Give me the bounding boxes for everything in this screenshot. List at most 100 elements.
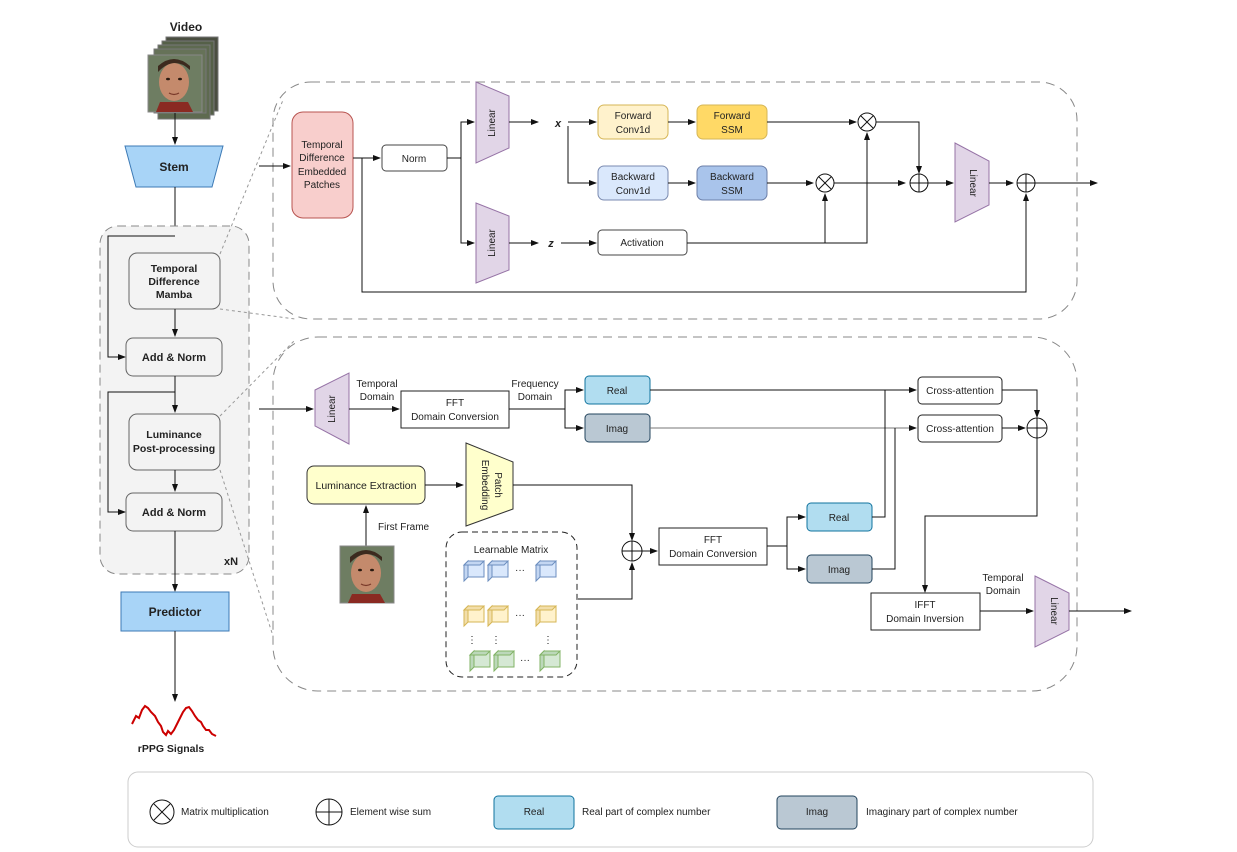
- luminance-extraction-block: Luminance Extraction: [306, 465, 426, 505]
- matrix-cube-icon: [462, 559, 486, 583]
- matrix-cube-icon: [534, 604, 558, 628]
- linear-bottom-block: Linear: [475, 202, 510, 284]
- stem-block: Stem: [124, 145, 224, 188]
- cross-attention-block-2: Cross-attention: [917, 414, 1003, 443]
- svg-text:Luminance Extraction: Luminance Extraction: [316, 480, 417, 492]
- svg-text:Norm: Norm: [402, 154, 426, 165]
- svg-text:Real: Real: [524, 807, 545, 818]
- predictor-block: Predictor: [120, 591, 230, 632]
- svg-text:Difference: Difference: [299, 153, 345, 164]
- svg-text:Cross-attention: Cross-attention: [926, 424, 994, 435]
- z-variable-label: z: [547, 238, 554, 250]
- linear-out-block: Linear: [954, 142, 990, 223]
- backward-ssm-block: Backward SSM: [696, 165, 768, 201]
- svg-text:Luminance: Luminance: [146, 429, 202, 441]
- linear-top-block: Linear: [475, 81, 510, 164]
- first-frame-label: First Frame: [378, 522, 430, 533]
- svg-text:Linear: Linear: [327, 394, 338, 422]
- luminance-detail-container: [272, 336, 1078, 692]
- fft-domain-conversion-top: FFT Domain Conversion: [400, 390, 510, 429]
- svg-text:Linear: Linear: [967, 169, 978, 197]
- svg-text:Imag: Imag: [806, 807, 828, 818]
- vertical-ellipsis-label: ⋮: [543, 635, 553, 646]
- matrix-cube-icon: [486, 559, 510, 583]
- svg-text:Difference: Difference: [148, 276, 200, 288]
- svg-text:Temporal: Temporal: [301, 140, 342, 151]
- svg-text:Domain: Domain: [986, 586, 1020, 597]
- video-frames-image: [147, 36, 219, 120]
- legend-imag-swatch: Imag: [776, 795, 858, 830]
- legend-label: Element wise sum: [350, 807, 431, 818]
- rppg-signal-waveform: [131, 704, 217, 737]
- luminance-post-processing-block: Luminance Post-processing: [128, 413, 221, 471]
- svg-text:Embedding: Embedding: [479, 460, 490, 511]
- svg-text:Post-processing: Post-processing: [133, 443, 215, 455]
- temporal-difference-embedded-patches-block: Temporal Difference Embedded Patches: [291, 111, 354, 219]
- svg-text:Conv1d: Conv1d: [616, 186, 650, 197]
- stem-label: Stem: [159, 160, 188, 174]
- element-wise-sum-icon: [621, 540, 643, 562]
- svg-text:Patch: Patch: [492, 472, 503, 498]
- face-thumbnail-first-frame: [339, 545, 395, 604]
- legend-real-swatch: Real: [493, 795, 575, 830]
- svg-text:FFT: FFT: [446, 398, 464, 409]
- svg-text:Learnable Matrix: Learnable Matrix: [474, 545, 548, 556]
- activation-block: Activation: [597, 229, 688, 256]
- svg-text:Embedded: Embedded: [298, 167, 346, 178]
- real-part-block-bottom: Real: [806, 502, 873, 532]
- legend-label: Matrix multiplication: [181, 807, 269, 818]
- vertical-ellipsis-label: ⋮: [467, 635, 477, 646]
- add-norm-block-1: Add & Norm: [125, 337, 223, 377]
- element-wise-sum-icon: [909, 173, 929, 193]
- real-part-block-top: Real: [584, 375, 651, 405]
- svg-text:Add & Norm: Add & Norm: [142, 352, 206, 364]
- svg-text:Backward: Backward: [710, 172, 754, 183]
- svg-text:Patches: Patches: [304, 180, 340, 191]
- svg-text:Domain Conversion: Domain Conversion: [669, 549, 757, 560]
- svg-text:Domain: Domain: [518, 392, 552, 403]
- temporal-domain-label-2: Temporal: [982, 573, 1023, 584]
- svg-text:Temporal: Temporal: [151, 263, 198, 275]
- svg-text:Forward: Forward: [714, 111, 751, 122]
- matrix-cube-icon: [486, 604, 510, 628]
- patch-embedding-block: Patch Embedding: [465, 442, 514, 527]
- mamba-detail-container: [272, 81, 1078, 320]
- svg-text:Domain: Domain: [360, 392, 394, 403]
- matrix-cube-icon: [462, 604, 486, 628]
- svg-text:Linear: Linear: [1048, 597, 1059, 625]
- fft-domain-conversion-bottom: FFT Domain Conversion: [658, 527, 768, 566]
- add-norm-block-2: Add & Norm: [125, 492, 223, 532]
- svg-text:FFT: FFT: [704, 535, 722, 546]
- svg-text:Domain Inversion: Domain Inversion: [886, 614, 964, 625]
- svg-text:Domain Conversion: Domain Conversion: [411, 412, 499, 423]
- backward-conv1d-block: Backward Conv1d: [597, 165, 669, 201]
- norm-block: Norm: [381, 144, 448, 172]
- imag-part-block-top: Imag: [584, 413, 651, 443]
- linear-out-block-luminance: Linear: [1034, 575, 1070, 648]
- rppg-signals-label: rPPG Signals: [138, 743, 205, 755]
- temporal-difference-mamba-block: Temporal Difference Mamba: [128, 252, 221, 310]
- svg-text:Predictor: Predictor: [149, 605, 202, 619]
- ellipsis-label: ···: [520, 655, 530, 666]
- video-label: Video: [170, 20, 202, 34]
- forward-ssm-block: Forward SSM: [696, 104, 768, 140]
- svg-text:Conv1d: Conv1d: [616, 125, 650, 136]
- imag-part-block-bottom: Imag: [806, 554, 873, 584]
- ellipsis-label: ···: [515, 565, 525, 576]
- ifft-domain-inversion-block: IFFT Domain Inversion: [870, 592, 981, 631]
- svg-text:Linear: Linear: [487, 228, 498, 256]
- svg-text:Activation: Activation: [620, 238, 663, 249]
- legend-label: Real part of complex number: [582, 807, 711, 818]
- matrix-multiplication-icon: [815, 173, 835, 193]
- temporal-domain-label: Temporal: [356, 379, 397, 390]
- element-wise-sum-icon: [1016, 173, 1036, 193]
- vertical-ellipsis-label: ⋮: [491, 635, 501, 646]
- frequency-domain-label: Frequency: [511, 379, 558, 390]
- svg-text:Forward: Forward: [615, 111, 652, 122]
- x-variable-label: x: [554, 118, 562, 130]
- ellipsis-label: ···: [515, 610, 525, 621]
- svg-text:Imag: Imag: [606, 424, 628, 435]
- learnable-matrix-block: Learnable Matrix ··· ··· ··· ⋮ ⋮ ⋮: [445, 531, 578, 678]
- svg-text:Cross-attention: Cross-attention: [926, 386, 994, 397]
